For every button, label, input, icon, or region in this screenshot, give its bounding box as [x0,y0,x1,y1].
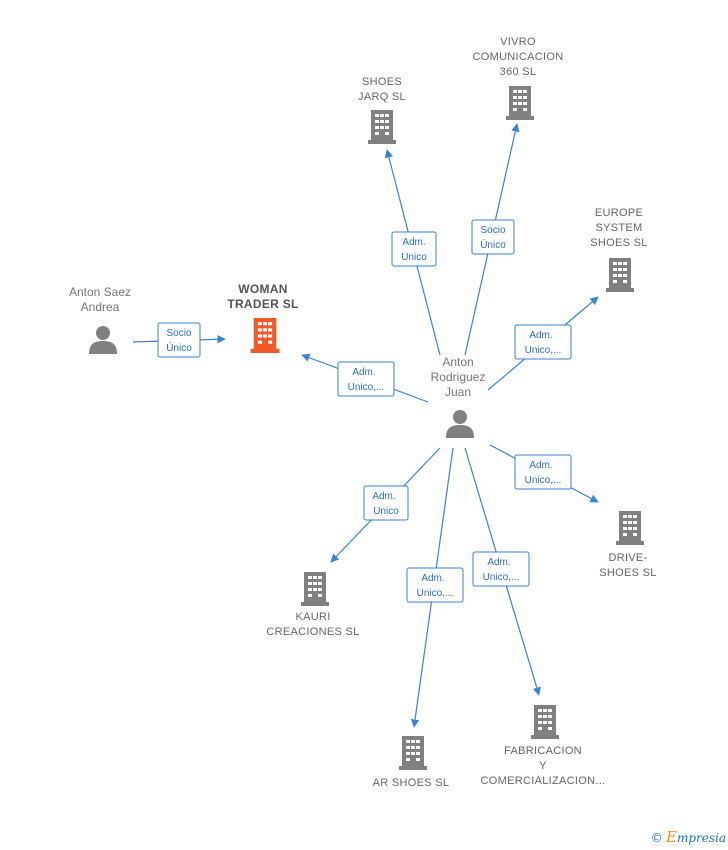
svg-text:DRIVE-: DRIVE- [608,552,647,564]
svg-text:Adm.: Adm. [402,237,425,248]
svg-text:Unico,...: Unico,... [525,345,562,356]
svg-text:Anton Saez: Anton Saez [69,285,131,299]
role-label-kauri[interactable]: Adm. Unico [363,485,409,521]
svg-text:Unico,...: Unico,... [348,382,385,393]
node-drive-shoes[interactable]: DRIVE- SHOES SL [599,511,656,579]
person-icon [446,410,474,438]
svg-text:Socio: Socio [480,225,505,236]
node-vivro[interactable]: VIVRO COMUNICACION 360 SL [473,36,564,120]
svg-text:Único: Único [166,341,192,354]
svg-text:360 SL: 360 SL [500,66,537,78]
role-label-woman-from-saez[interactable]: Socio Único [157,322,201,358]
node-anton-rodriguez[interactable]: Anton Rodriguez Juan [431,355,486,438]
person-icon [89,326,117,354]
svg-text:FABRICACION: FABRICACION [504,745,582,757]
building-icon [531,705,559,739]
role-label-vivro[interactable]: Socio Único [471,219,515,255]
svg-text:Adm.: Adm. [352,367,375,378]
svg-text:Adm.: Adm. [529,460,552,471]
svg-text:Rodriguez: Rodriguez [431,370,486,384]
node-europe[interactable]: EUROPE SYSTEM SHOES SL [590,207,647,292]
svg-text:Y: Y [539,760,547,772]
building-icon [606,258,634,292]
svg-text:Unico: Unico [373,506,399,517]
role-label-shoes-jarq[interactable]: Adm. Unico [391,231,437,267]
copyright-icon: © [650,831,663,845]
building-icon [301,572,329,606]
building-icon [368,110,396,144]
building-icon [250,318,280,353]
svg-text:COMERCIALIZACION...: COMERCIALIZACION... [481,775,606,787]
node-shoes-jarq[interactable]: SHOES JARQ SL [358,76,406,144]
svg-text:Anton: Anton [442,355,473,369]
svg-text:SHOES: SHOES [362,76,402,88]
svg-text:Adm.: Adm. [372,491,395,502]
node-woman-trader[interactable]: WOMAN TRADER SL [227,282,298,353]
brand-logo-text: mpresia [676,831,726,845]
svg-text:VIVRO: VIVRO [500,36,536,48]
role-label-fabricacion[interactable]: Adm. Unico,... [472,551,530,587]
svg-text:Unico: Unico [401,252,427,263]
svg-text:Adm.: Adm. [529,330,552,341]
node-kauri[interactable]: KAURI CREACIONES SL [266,572,359,638]
role-label-woman-from-rod[interactable]: Adm. Unico,... [337,361,395,397]
svg-text:CREACIONES SL: CREACIONES SL [266,626,359,638]
svg-text:Unico,...: Unico,... [417,588,454,599]
building-icon [399,736,427,770]
svg-text:JARQ SL: JARQ SL [358,91,406,103]
svg-text:EUROPE: EUROPE [595,207,643,219]
role-label-drive[interactable]: Adm. Unico,... [514,454,572,490]
edges [132,123,599,728]
svg-text:AR SHOES SL: AR SHOES SL [373,777,450,789]
svg-text:Andrea: Andrea [81,300,120,314]
svg-text:SHOES SL: SHOES SL [599,567,656,579]
role-label-europe[interactable]: Adm. Unico,... [514,324,572,360]
brand-logo-initial: E [665,828,677,846]
svg-text:COMUNICACION: COMUNICACION [473,51,564,63]
node-anton-saez[interactable]: Anton Saez Andrea [69,285,131,354]
svg-text:Único: Único [480,238,506,251]
svg-text:Unico,...: Unico,... [483,572,520,583]
svg-text:KAURI: KAURI [295,611,330,623]
svg-text:Socio: Socio [166,328,191,339]
brand-footer: © Empresia [651,828,726,846]
svg-text:SYSTEM: SYSTEM [595,222,642,234]
svg-text:WOMAN: WOMAN [238,282,288,296]
role-label-ar-shoes[interactable]: Adm. Unico,... [406,567,464,603]
svg-text:TRADER SL: TRADER SL [227,297,298,311]
node-ar-shoes[interactable]: AR SHOES SL [373,736,450,789]
building-icon [616,511,644,545]
svg-text:SHOES SL: SHOES SL [590,237,647,249]
building-icon [506,86,534,120]
svg-text:Adm.: Adm. [487,557,510,568]
svg-text:Adm.: Adm. [421,573,444,584]
svg-text:Juan: Juan [445,385,471,399]
svg-text:Unico,...: Unico,... [525,475,562,486]
node-fabricacion[interactable]: FABRICACION Y COMERCIALIZACION... [481,705,606,787]
